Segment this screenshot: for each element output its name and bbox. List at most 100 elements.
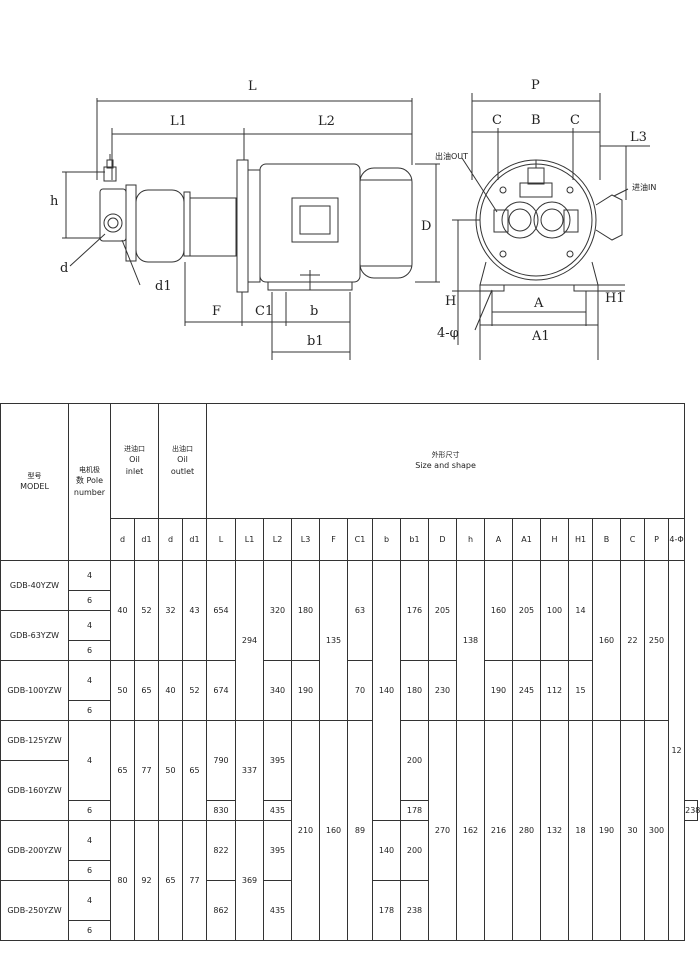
front-view: P C B C L3 出油OUT 进油IN <box>435 78 656 360</box>
model-cell: GDB-40YZW <box>0 560 69 611</box>
cell: 40 <box>158 660 183 721</box>
cell: 300 <box>644 720 670 941</box>
cell: 270 <box>428 720 458 941</box>
cell: 77 <box>181 820 208 941</box>
cell: 50 <box>158 720 183 821</box>
cell: 190 <box>592 720 622 941</box>
col-out-d1: d1 <box>181 518 208 561</box>
dim-d: d <box>60 261 68 276</box>
col-L1: L1 <box>235 518 265 561</box>
cell: 395 <box>263 720 293 801</box>
cell: 14 <box>568 560 594 661</box>
cell: 92 <box>134 820 159 941</box>
col-A: A <box>484 518 514 561</box>
pole-cell: 6 <box>68 700 111 721</box>
dim-L2: L2 <box>318 114 335 129</box>
dim-H1: H1 <box>605 291 625 306</box>
cell: 238 <box>400 880 430 941</box>
cell: 340 <box>263 660 293 721</box>
dim-D: D <box>421 219 431 234</box>
cell: 238 <box>684 800 700 821</box>
cell: 30 <box>620 720 646 941</box>
cell: 80 <box>110 820 135 941</box>
cell: 180 <box>400 660 430 721</box>
col-D: D <box>428 518 458 561</box>
cell: 180 <box>291 560 321 661</box>
cell: 790 <box>206 720 237 801</box>
cell: 176 <box>400 560 430 661</box>
cell: 250 <box>644 560 670 721</box>
model-cell: GDB-200YZW <box>0 820 69 881</box>
cell: 435 <box>263 800 293 821</box>
cell: 52 <box>134 560 159 661</box>
dim-C1: C1 <box>255 304 273 319</box>
label-in: 进油IN <box>632 182 656 192</box>
col-F: F <box>319 518 349 561</box>
technical-drawing: L L1 L2 h <box>0 0 700 380</box>
cell: 52 <box>181 660 208 721</box>
col-d: d <box>110 518 135 561</box>
dim-b: b <box>310 304 318 319</box>
cell: 160 <box>484 560 514 661</box>
dim-4-phi: 4-φ <box>437 326 459 341</box>
cell: 210 <box>291 720 321 941</box>
cell: 822 <box>206 820 237 881</box>
cell: 205 <box>512 560 542 661</box>
cell: 132 <box>540 720 570 941</box>
col-L2: L2 <box>263 518 293 561</box>
dim-h: h <box>50 194 59 209</box>
side-view: L L1 L2 h <box>50 79 440 360</box>
cell: 654 <box>206 560 237 661</box>
cell: 230 <box>428 660 458 721</box>
col-L3: L3 <box>291 518 321 561</box>
cell: 337 <box>235 720 265 821</box>
cell: 70 <box>347 660 374 721</box>
dim-H: H <box>445 294 456 309</box>
col-out-d: d <box>158 518 183 561</box>
col-H: H <box>540 518 570 561</box>
model-cell: GDB-125YZW <box>0 720 69 761</box>
col-A1: A1 <box>512 518 542 561</box>
dim-L: L <box>248 79 257 94</box>
cell: 89 <box>347 720 374 941</box>
cell: 40 <box>110 560 135 661</box>
cell: 178 <box>372 880 402 941</box>
cell: 18 <box>568 720 594 941</box>
cell: 320 <box>263 560 293 661</box>
cell: 135 <box>319 560 349 721</box>
cell: 65 <box>158 820 183 941</box>
dim-C-left: C <box>492 113 502 128</box>
cell: 190 <box>291 660 321 721</box>
cell: 12 <box>668 560 686 941</box>
cell: 205 <box>428 560 458 661</box>
col-P: P <box>644 518 670 561</box>
dim-A: A <box>533 296 544 311</box>
cell: 15 <box>568 660 594 721</box>
cell: 160 <box>592 560 622 721</box>
cell: 294 <box>235 560 265 721</box>
pole-cell: 4 <box>68 660 111 701</box>
cell: 369 <box>235 820 265 941</box>
cell: 32 <box>158 560 183 661</box>
dim-F: F <box>212 304 221 319</box>
pole-cell: 6 <box>68 800 111 821</box>
col-b: b <box>372 518 402 561</box>
dim-C-right: C <box>570 113 580 128</box>
cell: 862 <box>206 880 237 941</box>
cell: 280 <box>512 720 542 941</box>
dim-B: B <box>531 113 541 128</box>
cell: 65 <box>134 660 159 721</box>
cell: 138 <box>456 560 486 721</box>
dim-L1: L1 <box>170 114 187 129</box>
col-b1: b1 <box>400 518 430 561</box>
cell: 435 <box>263 880 293 941</box>
pole-cell: 6 <box>68 640 111 661</box>
col-h: h <box>456 518 486 561</box>
cell: 65 <box>181 720 208 821</box>
cell: 674 <box>206 660 237 721</box>
dim-A1: A1 <box>531 329 550 344</box>
